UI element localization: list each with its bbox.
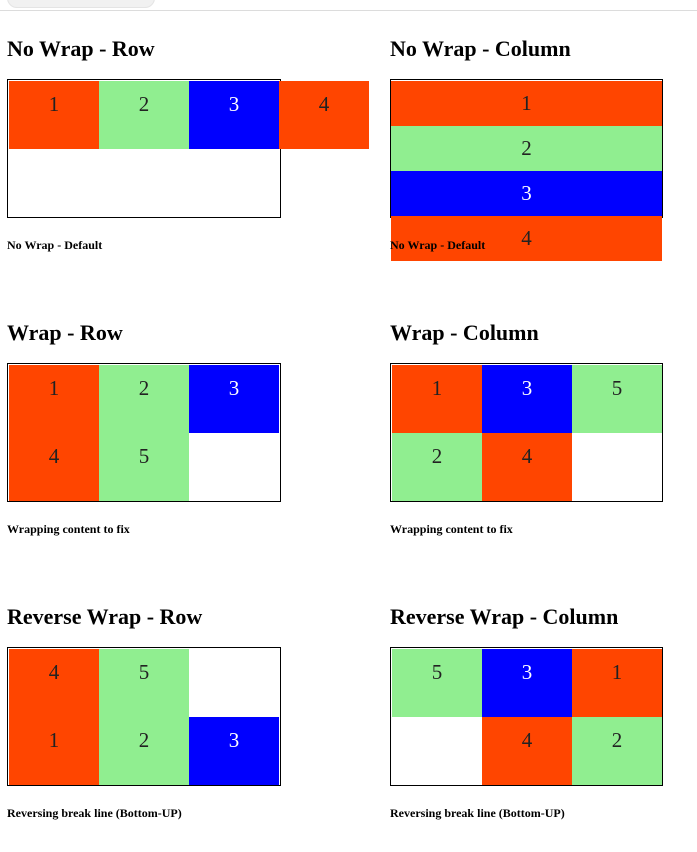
- flex-container-reverse-row: 4 5 1 2 3: [7, 647, 281, 786]
- section-wrap-row: Wrap - Row: [7, 320, 307, 346]
- flex-item-4: 4: [482, 717, 572, 785]
- flex-item-1: 1: [392, 365, 482, 433]
- flex-item-4: 4: [9, 433, 99, 501]
- flex-item-4: 4: [391, 216, 662, 261]
- caption: Wrapping content to fix: [7, 522, 130, 536]
- flex-item-1: 1: [9, 717, 99, 785]
- caption: Wrapping content to fix: [390, 522, 513, 536]
- section-heading: No Wrap - Column: [390, 36, 571, 61]
- flex-item-2: 2: [99, 365, 189, 433]
- section-heading: Reverse Wrap - Column: [390, 604, 619, 629]
- section-nowrap-row: No Wrap - Row: [7, 36, 307, 62]
- flex-container-wrap-column: 1 2 3 4 5: [390, 363, 663, 502]
- flex-item-1: 1: [391, 81, 662, 126]
- flex-container-nowrap-column: 1 2 3 4: [390, 79, 663, 261]
- flex-item-3: 3: [189, 81, 279, 149]
- flex-item-3: 3: [391, 171, 662, 216]
- section-heading: Wrap - Row: [7, 320, 123, 345]
- flex-item-2: 2: [99, 717, 189, 785]
- section-heading: Reverse Wrap - Row: [7, 604, 203, 629]
- browser-tab[interactable]: [7, 0, 155, 8]
- caption: No Wrap - Default: [7, 238, 103, 252]
- flex-item-1: 1: [9, 81, 99, 149]
- flex-item-4: 4: [9, 649, 99, 717]
- flex-item-1: 1: [572, 649, 662, 717]
- flex-container-nowrap-row: 1 2 3 4: [7, 79, 369, 218]
- flex-item-3: 3: [189, 717, 279, 785]
- caption: Reversing break line (Bottom-UP): [390, 806, 565, 820]
- flex-item-2: 2: [572, 717, 662, 785]
- flex-item-5: 5: [392, 649, 482, 717]
- flex-item-3: 3: [482, 365, 572, 433]
- browser-tab-strip: [0, 0, 697, 11]
- section-heading: No Wrap - Row: [7, 36, 155, 61]
- flex-item-5: 5: [99, 649, 189, 717]
- section-nowrap-column: No Wrap - Column: [390, 36, 690, 62]
- section-heading: Wrap - Column: [390, 320, 539, 345]
- flex-item-2: 2: [392, 433, 482, 501]
- flex-container-reverse-column: 5 3 4 1 2: [390, 647, 663, 786]
- flex-item-4: 4: [482, 433, 572, 501]
- flex-item-5: 5: [572, 365, 662, 433]
- flex-item-5: 5: [99, 433, 189, 501]
- section-reverse-column: Reverse Wrap - Column: [390, 604, 690, 630]
- section-reverse-row: Reverse Wrap - Row: [7, 604, 307, 630]
- caption: Reversing break line (Bottom-UP): [7, 806, 182, 820]
- flex-container-wrap-row: 1 2 3 4 5: [7, 363, 281, 502]
- flex-item-2: 2: [99, 81, 189, 149]
- flex-item-2: 2: [391, 126, 662, 171]
- caption: No Wrap - Default: [390, 238, 486, 252]
- flex-item-1: 1: [9, 365, 99, 433]
- flex-item-3: 3: [189, 365, 279, 433]
- flex-item-3: 3: [482, 649, 572, 717]
- section-wrap-column: Wrap - Column: [390, 320, 690, 346]
- flex-item-4: 4: [279, 81, 369, 149]
